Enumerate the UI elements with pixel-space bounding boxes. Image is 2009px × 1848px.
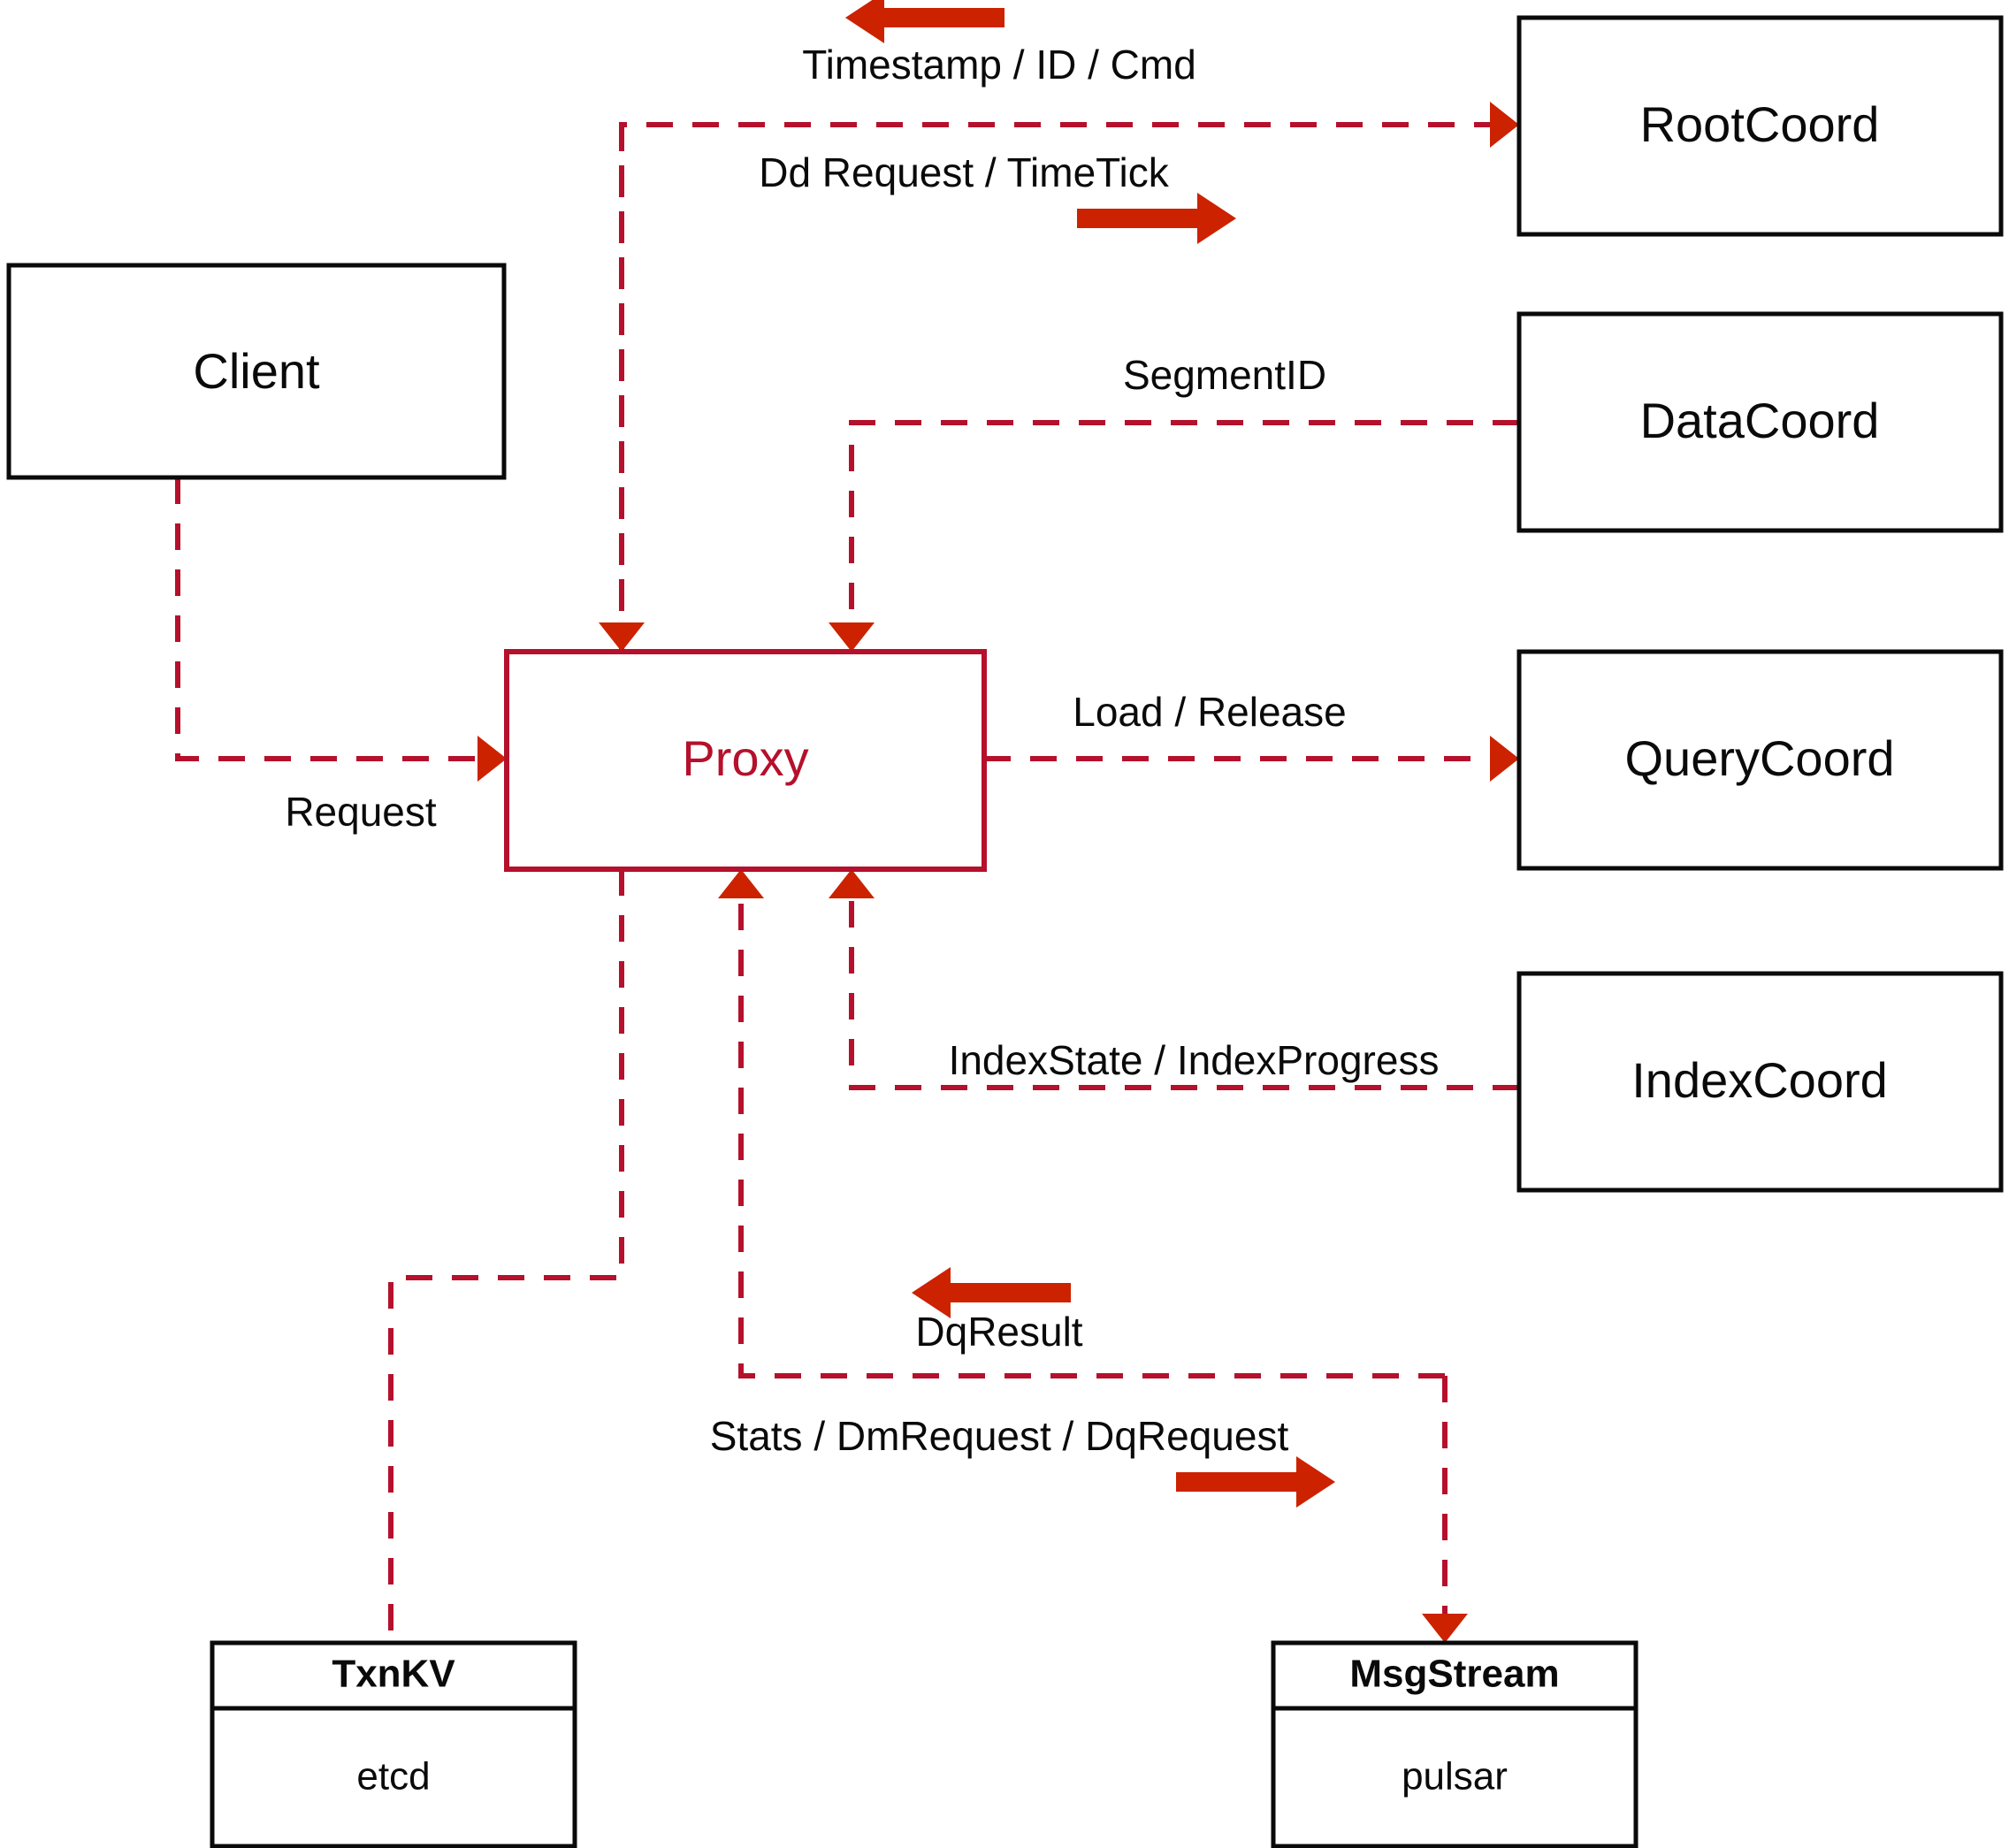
node-txnkv-box bbox=[210, 1640, 577, 1848]
node-client[interactable]: Client bbox=[6, 263, 507, 480]
edge-timestamp-arrowhead bbox=[599, 622, 645, 652]
node-proxy[interactable]: Proxy bbox=[504, 649, 987, 872]
node-msgstream-sublabel: pulsar bbox=[1402, 1755, 1508, 1798]
node-txnkv-title: TxnKV bbox=[332, 1653, 455, 1696]
node-rootcoord-label: RootCoord bbox=[1640, 96, 1880, 152]
edge-dqresult-arrowhead bbox=[718, 869, 764, 898]
timestamp-arrow-head bbox=[845, 0, 884, 43]
edge-request bbox=[175, 477, 507, 782]
edge-label-dqresult: DqResult bbox=[915, 1309, 1082, 1355]
dqresult-direction-arrow bbox=[912, 1267, 1071, 1318]
node-querycoord-box bbox=[1516, 649, 2004, 871]
dmrequest-direction-arrow bbox=[1176, 1456, 1335, 1508]
node-rootcoord-box bbox=[1516, 15, 2004, 237]
edge-label-segmentid: SegmentID bbox=[1123, 352, 1326, 398]
ddrequest-arrow-head bbox=[1197, 193, 1236, 244]
edge-label-load-release: Load / Release bbox=[1073, 689, 1346, 735]
node-msgstream-box bbox=[1271, 1640, 1639, 1848]
edge-dmrequest-arrowhead bbox=[1422, 1614, 1468, 1643]
node-client-box bbox=[6, 263, 507, 480]
edge-label-dd-request: Dd Request / TimeTick bbox=[759, 149, 1170, 195]
node-client-label: Client bbox=[193, 343, 320, 399]
edge-indexstate-arrowhead bbox=[829, 869, 875, 898]
node-proxy-label: Proxy bbox=[682, 730, 808, 786]
edge-indexstate-path bbox=[849, 898, 1519, 1090]
node-datacoord-box bbox=[1516, 311, 2004, 533]
edge-txnkv-link-path bbox=[388, 869, 624, 1643]
node-proxy-box bbox=[504, 649, 987, 872]
edge-dqresult-path bbox=[738, 898, 1445, 1378]
edge-request-arrowhead bbox=[477, 736, 507, 782]
dmrequest-arrow-head bbox=[1296, 1456, 1335, 1508]
dqresult-arrow-head bbox=[912, 1267, 951, 1318]
node-rootcoord[interactable]: RootCoord bbox=[1516, 15, 2004, 237]
edge-dd-request-path bbox=[619, 122, 1490, 652]
edge-segmentid-arrowhead bbox=[829, 622, 875, 652]
edge-load-release-arrowhead bbox=[1490, 736, 1519, 782]
node-msgstream-title: MsgStream bbox=[1349, 1653, 1559, 1696]
edge-dd-request-arrowhead bbox=[1490, 102, 1519, 148]
node-indexcoord-label: IndexCoord bbox=[1631, 1052, 1888, 1108]
node-datacoord-label: DataCoord bbox=[1640, 393, 1880, 448]
node-querycoord-label: QueryCoord bbox=[1624, 730, 1894, 786]
node-querycoord[interactable]: QueryCoord bbox=[1516, 649, 2004, 871]
edge-timestamp bbox=[599, 125, 645, 652]
edge-segmentid-path bbox=[849, 420, 1519, 622]
edge-dmrequest bbox=[1422, 1376, 1468, 1643]
edge-txnkv-link bbox=[388, 869, 624, 1643]
timestamp-direction-arrow bbox=[845, 0, 1004, 43]
edge-label-request: Request bbox=[285, 789, 437, 835]
ddrequest-direction-arrow bbox=[1077, 193, 1236, 244]
node-indexcoord[interactable]: IndexCoord bbox=[1516, 971, 2004, 1193]
edge-label-dmrequest: Stats / DmRequest / DqRequest bbox=[710, 1413, 1289, 1459]
edge-label-indexstate: IndexState / IndexProgress bbox=[949, 1037, 1440, 1083]
edge-segmentid bbox=[829, 420, 1519, 652]
node-datacoord[interactable]: DataCoord bbox=[1516, 311, 2004, 533]
edge-indexstate bbox=[829, 869, 1519, 1090]
edge-load-release bbox=[984, 736, 1519, 782]
node-msgstream[interactable]: MsgStream pulsar bbox=[1271, 1640, 1639, 1848]
edge-dqresult bbox=[718, 869, 1445, 1378]
node-indexcoord-box bbox=[1516, 971, 2004, 1193]
node-txnkv[interactable]: TxnKV etcd bbox=[210, 1640, 577, 1848]
edge-request-path bbox=[175, 477, 477, 761]
edge-label-timestamp: Timestamp / ID / Cmd bbox=[802, 42, 1196, 88]
node-txnkv-sublabel: etcd bbox=[356, 1755, 430, 1798]
